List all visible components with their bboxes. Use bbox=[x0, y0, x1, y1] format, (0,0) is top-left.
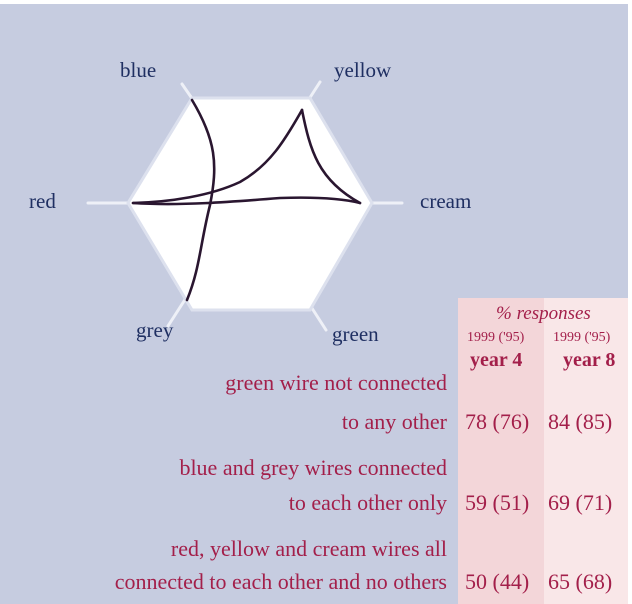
cream-label: cream bbox=[420, 189, 472, 213]
yellow-label: yellow bbox=[334, 58, 392, 82]
row3-year8-value: 65 (68) bbox=[548, 569, 613, 594]
red-label: red bbox=[29, 189, 56, 213]
row3-year4-value: 50 (44) bbox=[465, 569, 530, 594]
row3-statement-line1: red, yellow and cream wires all bbox=[170, 536, 447, 561]
yellow-cream-wire bbox=[300, 108, 362, 205]
grey-terminal-stub bbox=[166, 296, 188, 328]
year4-period: 1999 ('95) bbox=[467, 330, 525, 345]
row1-year8-value: 84 (85) bbox=[548, 409, 613, 434]
blue-grey-wire bbox=[185, 98, 216, 302]
red-cream-wire bbox=[131, 196, 362, 206]
grey-label: grey bbox=[136, 318, 174, 342]
row1-year4-value: 78 (76) bbox=[465, 409, 530, 434]
year8-header: year 8 bbox=[563, 349, 616, 371]
blue-label: blue bbox=[120, 58, 157, 82]
hexagon-board bbox=[126, 96, 374, 312]
year8-period: 1999 ('95) bbox=[553, 330, 611, 345]
year4-header: year 4 bbox=[470, 349, 523, 371]
row2-statement-line2: to each other only bbox=[288, 490, 447, 515]
red-yellow-wire bbox=[131, 108, 304, 205]
green-label: green bbox=[332, 322, 379, 346]
row3-statement-line2: connected to each other and no others bbox=[114, 569, 447, 594]
row1-statement-line1: green wire not connected bbox=[225, 370, 447, 395]
row1-statement-line2: to any other bbox=[341, 409, 447, 434]
row2-statement-line1: blue and grey wires connected bbox=[179, 455, 447, 480]
year8-column-background bbox=[544, 298, 628, 604]
responses-header: % responses bbox=[496, 303, 591, 324]
row2-year8-value: 69 (71) bbox=[548, 490, 613, 515]
row2-year4-value: 59 (51) bbox=[465, 490, 530, 515]
